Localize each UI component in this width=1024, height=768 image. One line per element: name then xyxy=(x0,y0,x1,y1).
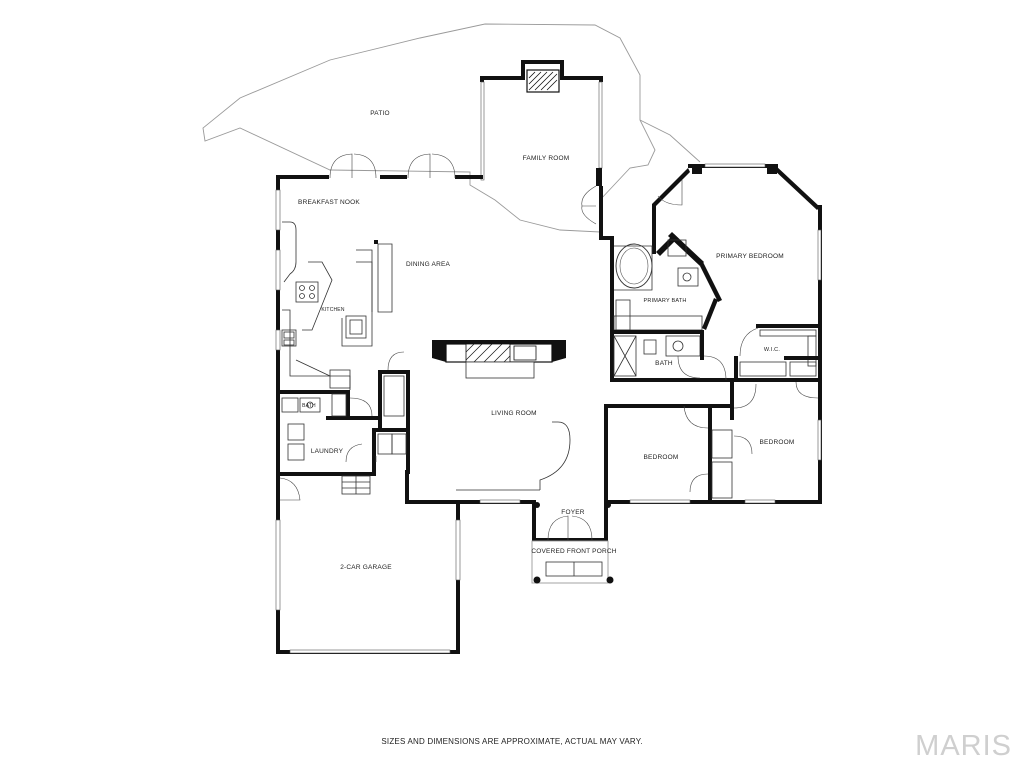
label-primary-bedroom: PRIMARY BEDROOM xyxy=(716,253,784,260)
interior-walls xyxy=(276,351,410,501)
brand-logo: MARIS xyxy=(915,730,1012,762)
label-dining-area: DINING AREA xyxy=(406,261,451,268)
family-room-walls xyxy=(480,60,603,240)
disclaimer-text: SIZES AND DIMENSIONS ARE APPROXIMATE, AC… xyxy=(381,737,643,746)
exterior-walls xyxy=(275,175,822,654)
patio-outline xyxy=(202,23,656,233)
label-wic: W.I.C. xyxy=(764,347,780,353)
patio-edge-right xyxy=(639,119,701,163)
label-covered-front-porch: COVERED FRONT PORCH xyxy=(531,548,616,555)
family-room-door xyxy=(581,185,597,225)
primary-bedroom-walls xyxy=(652,163,820,254)
fireplace-wall xyxy=(432,340,566,379)
primary-bath xyxy=(610,232,727,381)
label-bedroom-1: BEDROOM xyxy=(644,454,679,461)
label-half-bath: BATH xyxy=(302,403,316,409)
label-foyer: FOYER xyxy=(561,509,584,516)
label-garage: 2-CAR GARAGE xyxy=(340,564,392,571)
label-patio: PATIO xyxy=(370,110,390,117)
label-living-room: LIVING ROOM xyxy=(491,410,537,417)
label-bedroom-2: BEDROOM xyxy=(760,439,795,446)
walk-in-closet xyxy=(734,324,822,382)
kitchen xyxy=(281,221,393,390)
label-breakfast-nook: BREAKFAST NOOK xyxy=(298,199,360,206)
patio-doors xyxy=(329,153,456,179)
label-family-room: FAMILY ROOM xyxy=(523,155,570,162)
label-laundry: LAUNDRY xyxy=(311,448,344,455)
label-kitchen: KITCHEN xyxy=(321,307,345,313)
label-bath: BATH xyxy=(655,360,673,367)
foyer-porch xyxy=(531,500,614,584)
living-room-curve xyxy=(456,421,571,491)
label-primary-bath: PRIMARY BATH xyxy=(643,298,686,304)
fireplace-icon xyxy=(526,69,560,93)
bedroom-walls xyxy=(604,380,819,504)
